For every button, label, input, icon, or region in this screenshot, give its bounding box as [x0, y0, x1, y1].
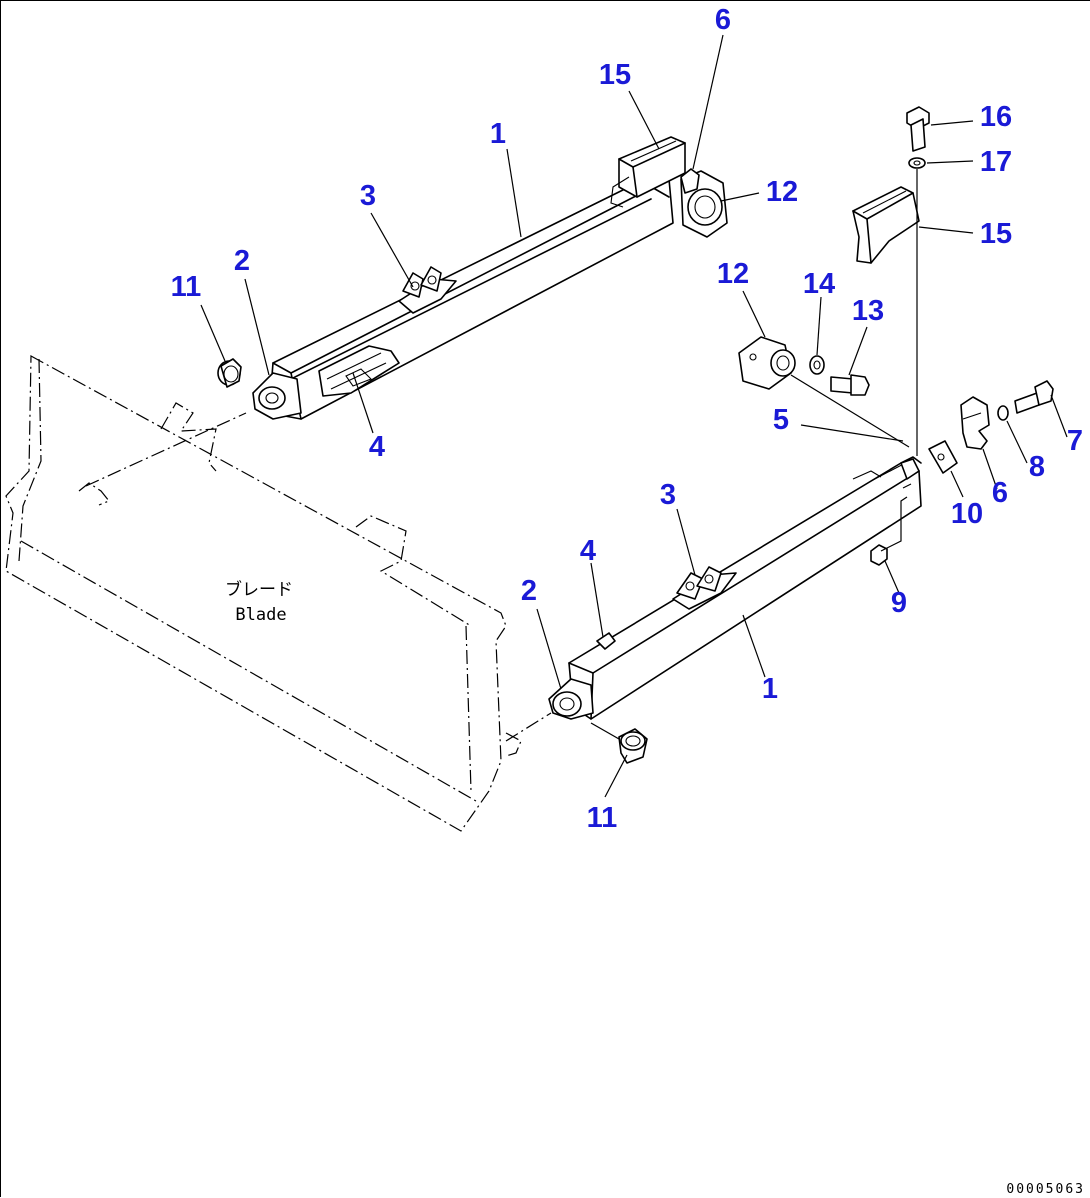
callout-1-upper: 1: [490, 118, 506, 150]
callout-10: 10: [951, 498, 983, 530]
washer-14: [809, 355, 825, 375]
flange-12-loose: [738, 336, 796, 390]
bolt-16: [906, 106, 930, 152]
plate-10: [928, 440, 958, 474]
callout-3-lower: 3: [660, 479, 676, 511]
lower-brace-arm: [548, 456, 922, 720]
washer-17: [908, 157, 926, 169]
nut-9: [870, 544, 888, 566]
blade-outline: [5, 354, 552, 832]
flange-12-upper: [680, 168, 728, 238]
callout-14: 14: [803, 268, 835, 300]
callout-6-upper: 6: [715, 4, 731, 36]
callout-4-lower: 4: [580, 535, 596, 567]
callout-4-upper: 4: [369, 431, 385, 463]
bracket-4-lower: [596, 632, 616, 650]
callout-15-upper: 15: [599, 59, 631, 91]
callout-2-lower: 2: [521, 575, 537, 607]
bolt-7: [1014, 380, 1054, 414]
callout-15-loose: 15: [980, 218, 1012, 250]
callout-7: 7: [1067, 425, 1083, 457]
callout-5: 5: [773, 404, 789, 436]
callout-9: 9: [891, 587, 907, 619]
callout-11-upper: 11: [171, 271, 202, 303]
callout-numbers: 1 2 3 4 11 6 15 12 16 17 15 12 14 13 5 7…: [171, 4, 1083, 834]
callout-6-loose: 6: [992, 477, 1008, 509]
callout-12-upper: 12: [766, 176, 798, 208]
document-id: 00005063: [1006, 1182, 1085, 1197]
upper-brace-arm: [252, 178, 674, 420]
callout-2-upper: 2: [234, 245, 250, 277]
callout-16: 16: [980, 101, 1012, 133]
callout-11-lower: 11: [587, 802, 618, 834]
bracket-4-upper: [318, 345, 400, 397]
blade-label-en: Blade: [235, 605, 286, 625]
bracket-3-lower: [672, 566, 737, 610]
bracket-3-upper: [398, 266, 457, 314]
callout-1-lower: 1: [762, 673, 778, 705]
pin-11-lower: [618, 728, 648, 764]
bracket-15-loose: [852, 186, 920, 264]
callout-12-loose: 12: [717, 258, 749, 290]
pin-11-upper: [217, 358, 242, 388]
callout-3-upper: 3: [360, 180, 376, 212]
callout-8: 8: [1029, 451, 1045, 483]
callout-17: 17: [980, 146, 1012, 178]
washer-8: [997, 405, 1009, 421]
assembly-lines: [200, 34, 1068, 798]
bolt-13: [830, 374, 870, 396]
blade-label-jp: ブレード: [225, 579, 293, 600]
callout-13: 13: [852, 295, 884, 327]
clamp-6-loose: [960, 396, 990, 450]
